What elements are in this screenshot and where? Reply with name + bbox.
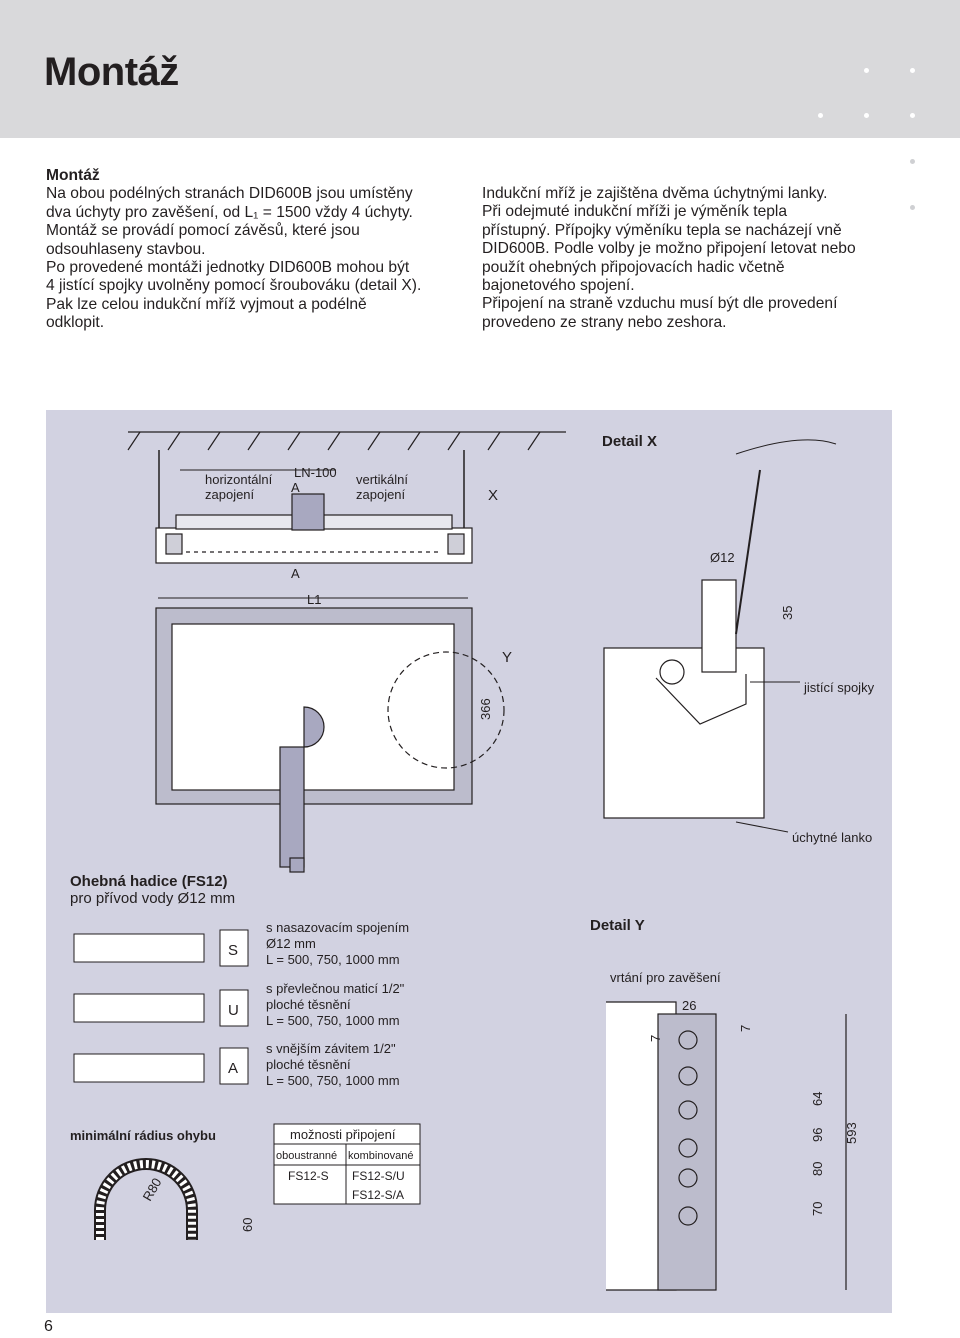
unit-plan-view (155, 607, 505, 873)
dim-593-label: 593 (844, 1122, 859, 1144)
hose-bend-braid (96, 1160, 196, 1240)
dim-26-label: 26 (682, 998, 696, 1013)
body-line: Pak lze celou indukční mříž vyjmout a po… (46, 295, 367, 313)
header-band: Montáž (0, 0, 960, 138)
body-line: Připojení na straně vzduchu musí být dle… (482, 295, 838, 313)
detail-x-drawing (603, 439, 837, 819)
variant-text: L = 500, 750, 1000 mm (266, 1073, 400, 1088)
options-table: možnosti připojení oboustranné kombinova… (273, 1123, 421, 1205)
decor-dot (910, 68, 915, 73)
body-line: Při odejmuté indukční mříži je výměník t… (482, 203, 788, 221)
horizontal-label: horizontální (205, 472, 273, 487)
min-radius-title: minimální rádius ohybu (70, 1128, 216, 1143)
detail-x-title: Detail X (602, 433, 657, 450)
jistici-spojky-label: jistící spojky (803, 680, 875, 695)
leader-line (735, 821, 789, 833)
dim-d12-label: Ø12 (710, 550, 735, 565)
page-number: 6 (44, 1318, 53, 1335)
unit-side-view (155, 493, 473, 564)
dim-7-label: 7 (738, 1025, 753, 1032)
dim-60-label: 60 (240, 1218, 255, 1232)
decor-dot (818, 113, 823, 118)
dim-35-label: 35 (780, 606, 795, 620)
uchytne-lanko-label: úchytné lanko (792, 830, 872, 845)
variant-text: Ø12 mm (266, 936, 316, 951)
dim-70-label: 70 (810, 1202, 825, 1216)
body-line: provedeno ze strany nebo zeshora. (482, 313, 727, 331)
hose-subtitle: pro přívod vody Ø12 mm (70, 890, 235, 907)
technical-drawing-panel: LN-100 horizontální zapojení vertikální … (46, 410, 892, 1313)
horizontal-label: zapojení (205, 487, 255, 502)
table-cell: FS12-S/A (352, 1188, 404, 1202)
variant-text: L = 500, 750, 1000 mm (266, 1013, 400, 1028)
page-title: Montáž (44, 50, 179, 94)
detail-y-marker: Y (502, 649, 512, 666)
section-a-label: A (291, 566, 300, 581)
detail-y-drawing (606, 1001, 847, 1291)
technical-drawing: LN-100 horizontální zapojení vertikální … (70, 431, 875, 1291)
drilling-label: vrtání pro zavěšení (610, 970, 721, 985)
variant-text: s převlečnou maticí 1/2" (266, 981, 405, 996)
r80-label: R80 (140, 1175, 165, 1203)
body-line: dva úchyty pro zavěšení, od L₁ = 1500 vž… (46, 203, 413, 221)
body-line: použít ohebných připojovacích hadic včet… (482, 258, 785, 276)
variant-text: s vnějším závitem 1/2" (266, 1041, 396, 1056)
dim-64-label: 64 (810, 1092, 825, 1106)
dim-366-label: 366 (478, 698, 493, 720)
decor-dot (864, 113, 869, 118)
right-column: Indukční mříž je zajištěna dvěma úchytný… (482, 185, 892, 332)
ceiling-hatch (127, 431, 566, 451)
variant-text: ploché těsnění (266, 1057, 351, 1072)
hose-title: Ohebná hadice (FS12) (70, 873, 228, 890)
vertical-label: vertikální (356, 472, 408, 487)
variant-text: s nasazovacím spojením (266, 920, 409, 935)
ln100-label: LN-100 (294, 465, 337, 480)
variant-text: L = 500, 750, 1000 mm (266, 952, 400, 967)
left-column: Montáž Na obou podélných stranách DID600… (46, 167, 446, 333)
table-header: oboustranné (276, 1150, 337, 1162)
body-line: odklopit. (46, 314, 105, 332)
body-line: DID600B. Podle volby je možno připojení … (482, 240, 856, 258)
table-cell: FS12-S (288, 1169, 329, 1183)
hose-variant-s: S s nasazovacím spojením Ø12 mm L = 500,… (73, 920, 409, 967)
variant-text: ploché těsnění (266, 997, 351, 1012)
body-line: odsouhlaseny stavbou. (46, 240, 206, 258)
dim-96-label: 96 (810, 1128, 825, 1142)
hose-variant-a: A s vnějším závitem 1/2" ploché těsnění … (73, 1041, 400, 1088)
table-header: kombinované (348, 1150, 413, 1162)
body-line: Po provedené montáži jednotky DID600B mo… (46, 259, 410, 277)
decor-dot (910, 205, 915, 210)
body-line: bajonetového spojení. (482, 277, 635, 295)
detail-y-title: Detail Y (590, 917, 645, 934)
section-a-label: A (291, 480, 300, 495)
body-line: Na obou podélných stranách DID600B jsou … (46, 185, 413, 203)
variant-letter: A (228, 1060, 238, 1077)
decor-dot (910, 159, 915, 164)
table-title: možnosti připojení (290, 1127, 396, 1142)
hose-variant-u: U s převlečnou maticí 1/2" ploché těsněn… (73, 981, 405, 1028)
vertical-label: zapojení (356, 487, 406, 502)
decor-dot (910, 113, 915, 118)
dim-7-label: 7 (648, 1035, 663, 1042)
section-heading: Montáž (46, 167, 100, 184)
variant-letter: S (228, 942, 238, 959)
body-line: Indukční mříž je zajištěna dvěma úchytný… (482, 185, 828, 202)
body-line: 4 jistící spojky uvolněny pomocí šroubov… (46, 277, 422, 295)
body-line: Montáž se provádí pomocí závěsů, které j… (46, 222, 360, 240)
detail-x-marker: X (488, 487, 498, 504)
body-line: přístupný. Přípojky výměníku tepla se na… (482, 221, 842, 239)
variant-letter: U (228, 1002, 239, 1019)
decor-dot (864, 68, 869, 73)
table-cell: FS12-S/U (352, 1169, 405, 1183)
dim-80-label: 80 (810, 1162, 825, 1176)
l1-label: L1 (307, 592, 321, 607)
